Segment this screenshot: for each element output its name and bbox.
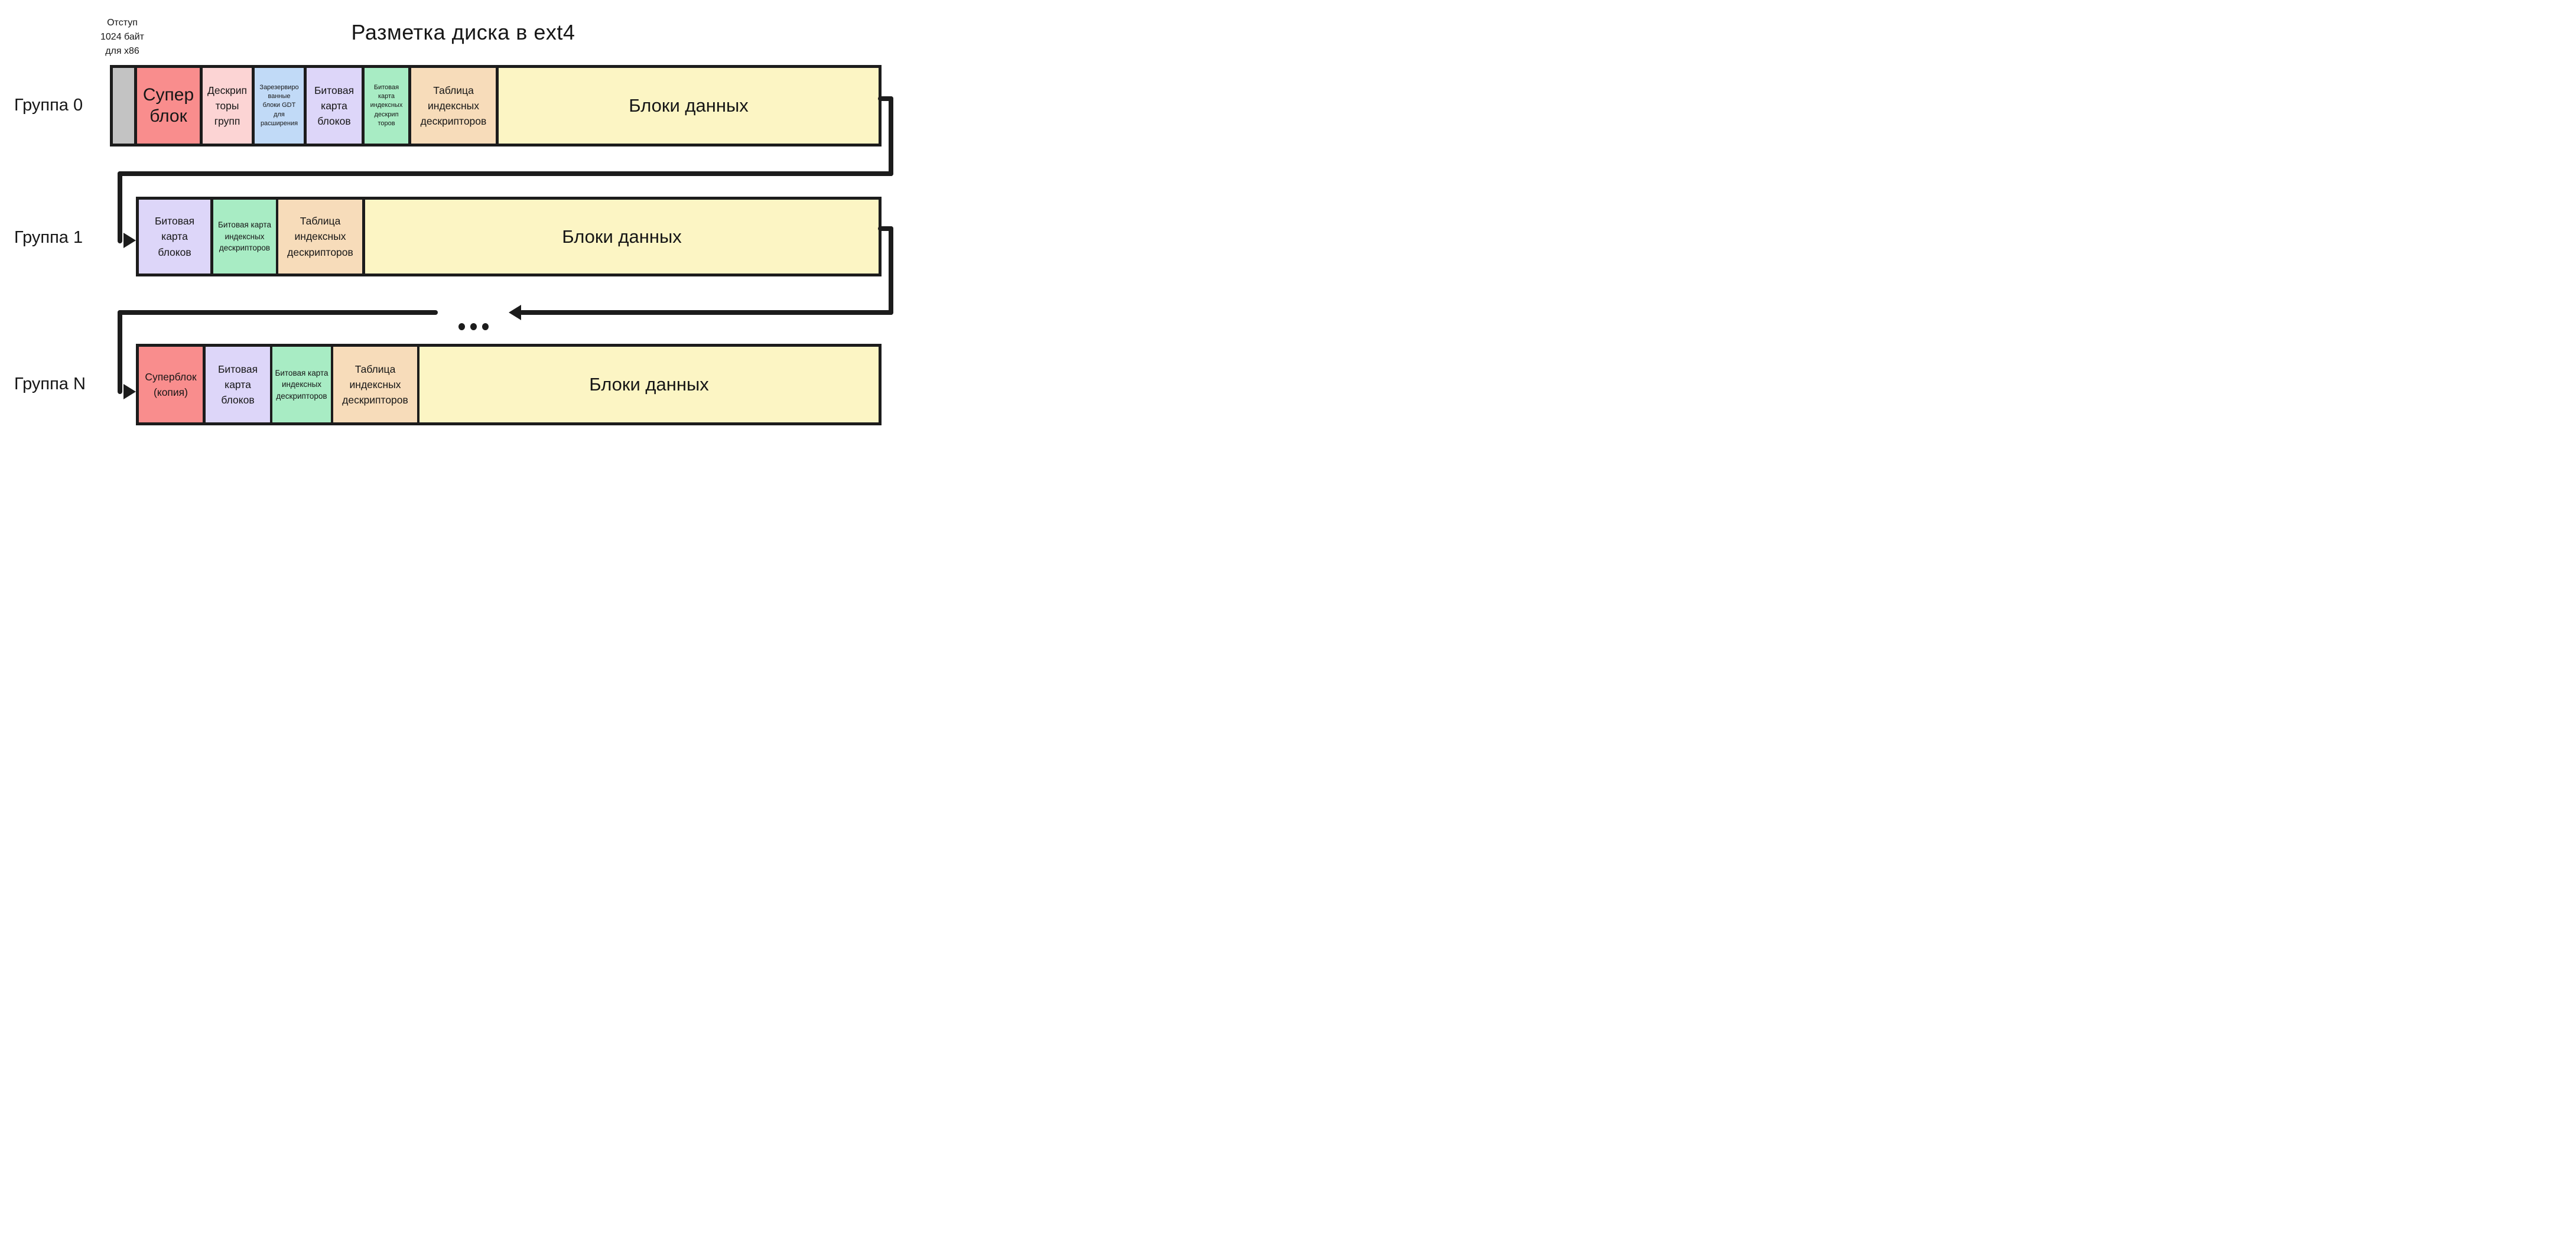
ellipsis-dots: [458, 323, 489, 330]
block-bitmap-block-label: Битовая карта блоков: [217, 363, 258, 406]
superblock-label: Супер блок: [142, 85, 194, 126]
ellipsis-dot: [482, 323, 489, 330]
inode-bitmap-block-label: Битовая карта индексных дескрипторов: [218, 220, 271, 253]
group-1-row: Битовая карта блоков Битовая карта индекс…: [136, 197, 882, 276]
block-bitmap-block: Битовая карта блоков: [206, 347, 270, 422]
arrow-g0-g1-left-vertical: [118, 171, 122, 243]
group-0-row: Супер блок Дескрип торы групп Зарезервиро …: [110, 65, 882, 147]
offset-1024-annotation: Отступ 1024 байт для x86: [100, 18, 144, 56]
inode-table-block: Таблица индексных дескрипторов: [411, 68, 496, 144]
group-n-row: Суперблок (копия) Битовая карта блоков Бит…: [136, 344, 882, 425]
arrow-g0-g1-exit-stub: [878, 96, 893, 101]
arrow-g1-gn-horizontal-right: [519, 310, 893, 315]
arrow-g0-g1-right-vertical: [889, 96, 893, 176]
data-blocks-block-label: Блоки данных: [562, 226, 682, 247]
arrow-g1-gn-exit-stub: [878, 226, 893, 231]
block-bitmap-block: Битовая карта блоков: [139, 200, 210, 274]
arrow-g1-gn-horizontal-left: [118, 310, 438, 315]
group-descriptors-block-label: Дескрип торы групп: [207, 84, 247, 128]
group-1-label: Группа 1: [14, 228, 83, 247]
arrow-g0-g1-horizontal: [118, 171, 893, 176]
inode-bitmap-block: Битовая карта индексных дескрипторов: [272, 347, 331, 422]
group-0-label: Группа 0: [14, 96, 83, 115]
block-bitmap-block: Битовая карта блоков: [307, 68, 362, 144]
inode-table-block: Таблица индексных дескрипторов: [333, 347, 417, 422]
group-descriptors-block: Дескрип торы групп: [203, 68, 252, 144]
inode-table-block-label: Таблица индексных дескрипторов: [287, 215, 353, 258]
block-bitmap-block-label: Битовая карта блоков: [314, 84, 354, 128]
superblock: Супер блок: [137, 68, 200, 144]
reserved-gdt-block: Зарезервиро ванные блоки GDT для расшире…: [255, 68, 304, 144]
data-blocks-block: Блоки данных: [365, 200, 879, 274]
arrow-g0-g1-arrowhead-icon: [123, 233, 136, 248]
inode-table-block-label: Таблица индексных дескрипторов: [420, 84, 487, 128]
group-n-label: Группа N: [14, 375, 86, 393]
data-blocks-block-label: Блоки данных: [629, 95, 749, 116]
ext4-disk-layout-diagram: Разметка диска в ext4 Отступ 1024 байт д…: [0, 0, 926, 445]
diagram-title: Разметка диска в ext4: [351, 20, 575, 44]
arrow-g1-gn-left-vertical: [118, 310, 122, 394]
inode-table-block: Таблица индексных дескрипторов: [278, 200, 362, 274]
reserved-gdt-block-label: Зарезервиро ванные блоки GDT для расшире…: [259, 83, 299, 128]
ellipsis-dot: [470, 323, 477, 330]
superblock-copy-block-label: Суперблок (копия): [145, 370, 197, 398]
arrow-g1-gn-right-vertical: [889, 226, 893, 315]
arrow-g1-gn-arrowhead-icon: [123, 384, 136, 399]
data-blocks-block: Блоки данных: [419, 347, 879, 422]
inode-bitmap-block: Битовая карта индексных дескрипторов: [213, 200, 276, 274]
superblock-copy-block: Суперблок (копия): [139, 347, 203, 422]
inode-bitmap-block-label: Битовая карта индексных дескрип торов: [370, 83, 403, 128]
arrow-g1-gn-mid-arrowhead-icon: [509, 305, 521, 320]
block-bitmap-block-label: Битовая карта блоков: [154, 215, 195, 258]
inode-bitmap-block: Битовая карта индексных дескрип торов: [365, 68, 408, 144]
ellipsis-dot: [458, 323, 465, 330]
data-blocks-block-label: Блоки данных: [589, 374, 709, 395]
inode-table-block-label: Таблица индексных дескрипторов: [342, 363, 408, 406]
data-blocks-block: Блоки данных: [499, 68, 879, 144]
offset-1024-block: [113, 68, 134, 144]
inode-bitmap-block-label: Битовая карта индексных дескрипторов: [275, 368, 328, 401]
